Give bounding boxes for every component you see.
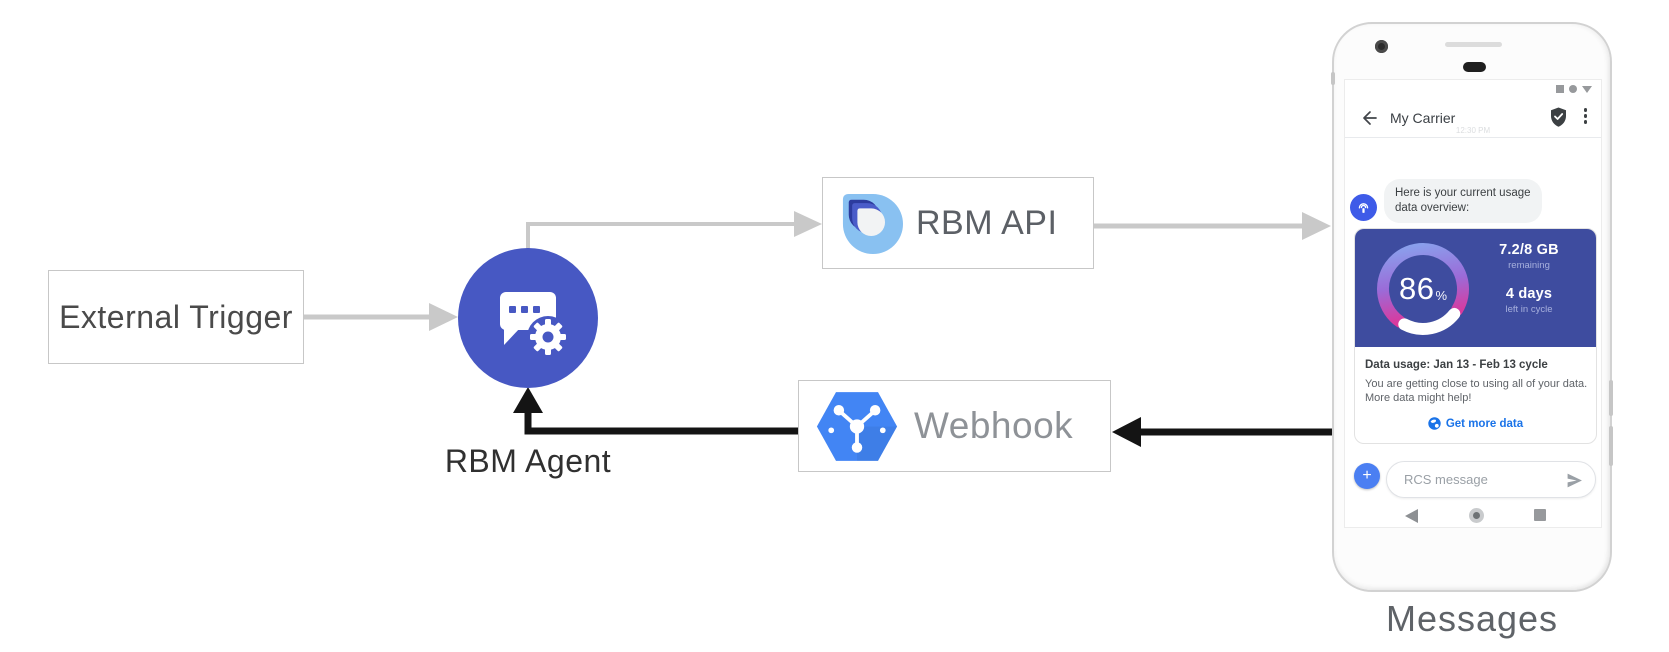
phone-screen: My Carrier 12:30 PM Here is your current… — [1344, 79, 1602, 528]
arrowhead-agent-to-api — [794, 211, 822, 237]
antenna-icon — [1358, 203, 1369, 213]
get-more-data-button[interactable]: Get more data — [1365, 417, 1586, 430]
globe-icon — [1428, 417, 1441, 430]
arrowhead-webhook-to-agent — [513, 387, 543, 413]
rbm-api-label: RBM API — [916, 203, 1058, 242]
data-remaining-value: 7.2/8 GB — [1499, 242, 1559, 258]
conversation-header: My Carrier — [1345, 100, 1601, 137]
send-icon[interactable] — [1566, 472, 1583, 489]
external-trigger-label: External Trigger — [59, 298, 293, 335]
days-left-label: left in cycle — [1505, 304, 1553, 315]
arrowhead-trigger-to-agent — [429, 303, 458, 331]
nav-recents-button[interactable] — [1534, 509, 1546, 521]
rcs-message-input[interactable] — [1402, 471, 1546, 488]
bubble-line-1: Here is your current usage — [1395, 187, 1531, 199]
webhook-hexagon-icon — [816, 391, 898, 461]
back-arrow-icon[interactable] — [1359, 108, 1379, 128]
webhook-label: Webhook — [914, 405, 1074, 446]
nav-back-button[interactable] — [1405, 509, 1418, 523]
status-triangle-icon — [1582, 85, 1592, 93]
nav-home-button[interactable] — [1469, 508, 1484, 523]
days-left-value: 4 days — [1505, 286, 1553, 302]
sim-tray — [1331, 72, 1335, 85]
rbm-agent-label: RBM Agent — [444, 443, 612, 479]
rcs-message-pill[interactable] — [1386, 461, 1596, 498]
bubble-line-2: data overview: — [1395, 202, 1470, 214]
plus-icon: + — [1362, 467, 1372, 484]
usage-card-text-2: More data might help! — [1365, 392, 1472, 404]
usage-gauge-ring — [1377, 243, 1469, 335]
power-button — [1609, 380, 1613, 416]
earpiece-grille — [1463, 62, 1486, 72]
message-bubble: Here is your current usage data overview… — [1384, 179, 1542, 223]
usage-percent: 86 % — [1376, 242, 1470, 336]
usage-rich-card: 86 % 7.2/8 GB remaining 4 days left in c… — [1354, 228, 1597, 444]
messages-caption: Messages — [1385, 598, 1559, 639]
usage-card-body: Data usage: Jan 13 - Feb 13 cycle You ar… — [1355, 347, 1596, 430]
overflow-menu-icon[interactable] — [1583, 108, 1587, 124]
usage-card-text-1: You are getting close to using all of yo… — [1365, 378, 1588, 390]
front-camera — [1375, 40, 1388, 53]
usage-percent-value: 86 — [1398, 271, 1435, 306]
data-remaining-label: remaining — [1508, 260, 1550, 271]
rbm-api-logo-icon — [842, 193, 903, 254]
verified-shield-icon — [1551, 107, 1566, 127]
header-divider — [1345, 137, 1601, 138]
phone-mockup: My Carrier 12:30 PM Here is your current… — [1331, 22, 1613, 592]
android-nav-bar — [1345, 507, 1601, 525]
connector-webhook-to-agent — [524, 410, 798, 435]
usage-card-title: Data usage: Jan 13 - Feb 13 cycle — [1365, 359, 1548, 371]
rbm-agent-node — [458, 248, 598, 388]
status-circle-icon — [1569, 85, 1577, 93]
webhook-box: Webhook — [798, 380, 1111, 472]
usage-percent-unit: % — [1435, 287, 1448, 303]
chat-gear-icon — [500, 292, 569, 358]
arrowhead-api-to-phone — [1302, 212, 1331, 240]
rbm-api-box: RBM API — [822, 177, 1094, 269]
timestamp-faint: 12:30 PM — [1455, 126, 1491, 135]
arrowhead-phone-to-webhook — [1112, 417, 1141, 447]
status-bar — [1556, 85, 1592, 93]
get-more-data-label: Get more data — [1445, 417, 1524, 430]
usage-stats: 7.2/8 GB remaining 4 days left in cycle — [1468, 242, 1590, 315]
volume-button — [1609, 426, 1613, 466]
status-square-icon — [1556, 85, 1564, 93]
usage-gauge-panel: 86 % 7.2/8 GB remaining 4 days left in c… — [1355, 229, 1596, 347]
external-trigger-box: External Trigger — [48, 270, 304, 364]
speaker-slot — [1445, 42, 1502, 47]
carrier-avatar — [1350, 194, 1377, 221]
attach-plus-button[interactable]: + — [1354, 463, 1380, 489]
conversation-title: My Carrier — [1390, 110, 1456, 126]
